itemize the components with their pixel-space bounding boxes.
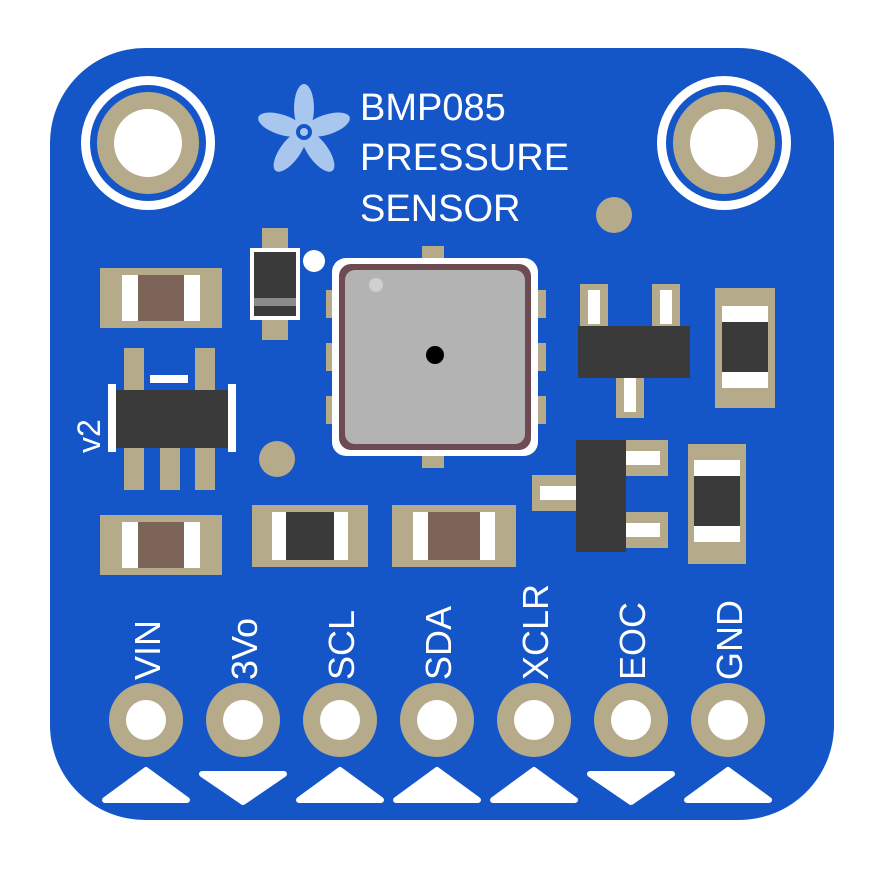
- pin-pad-3vo[interactable]: [206, 683, 280, 757]
- pin-label-eoc: EOC: [612, 602, 653, 680]
- version-label: v2: [71, 419, 107, 453]
- title-line-3: SENSOR: [360, 188, 520, 230]
- title-line-2: PRESSURE: [360, 137, 569, 179]
- pin-pad-scl[interactable]: [303, 683, 377, 757]
- resistor-r3: [688, 444, 746, 564]
- arrow-up-icon: [490, 767, 578, 803]
- pin-pad-vin[interactable]: [109, 683, 183, 757]
- transistor-q2: [532, 440, 668, 552]
- arrow-down-icon: [587, 771, 675, 805]
- voltage-regulator: [108, 348, 236, 490]
- mounting-hole-right: [657, 76, 791, 210]
- pin-pad-eoc[interactable]: [594, 683, 668, 757]
- mounting-hole-left: [81, 76, 215, 210]
- pin-label-scl: SCL: [321, 610, 362, 680]
- adafruit-flower-logo: [258, 84, 350, 172]
- arrow-down-icon: [199, 771, 287, 805]
- pin-pad-gnd[interactable]: [691, 683, 765, 757]
- pin-label-sda: SDA: [418, 606, 459, 680]
- pin-label-vin: VIN: [127, 620, 168, 680]
- resistor-r2: [715, 288, 775, 408]
- capacitor-c2: [100, 515, 222, 575]
- pin-label-xclr: XCLR: [515, 584, 556, 680]
- pin-pad-sda[interactable]: [400, 683, 474, 757]
- pin-pad-xclr[interactable]: [497, 683, 571, 757]
- diode: [250, 228, 325, 340]
- pin-labels: VIN 3Vo SCL SDA XCLR EOC GND: [127, 584, 750, 680]
- transistor-q1: [578, 284, 690, 418]
- fiducial-left: [259, 441, 295, 477]
- resistor-r1: [252, 505, 368, 567]
- capacitor-c1: [100, 268, 222, 328]
- header-pads: [109, 683, 765, 757]
- arrow-up-icon: [684, 767, 772, 803]
- bmp085-sensor: [326, 246, 546, 468]
- title-line-1: BMP085: [360, 87, 506, 129]
- pin-label-gnd: GND: [709, 600, 750, 680]
- pin-arrows: [102, 767, 772, 805]
- arrow-up-icon: [102, 767, 190, 803]
- fiducial-top: [596, 197, 632, 233]
- arrow-up-icon: [296, 767, 384, 803]
- capacitor-c3: [392, 505, 516, 567]
- arrow-up-icon: [393, 767, 481, 803]
- pin-label-3vo: 3Vo: [224, 618, 265, 680]
